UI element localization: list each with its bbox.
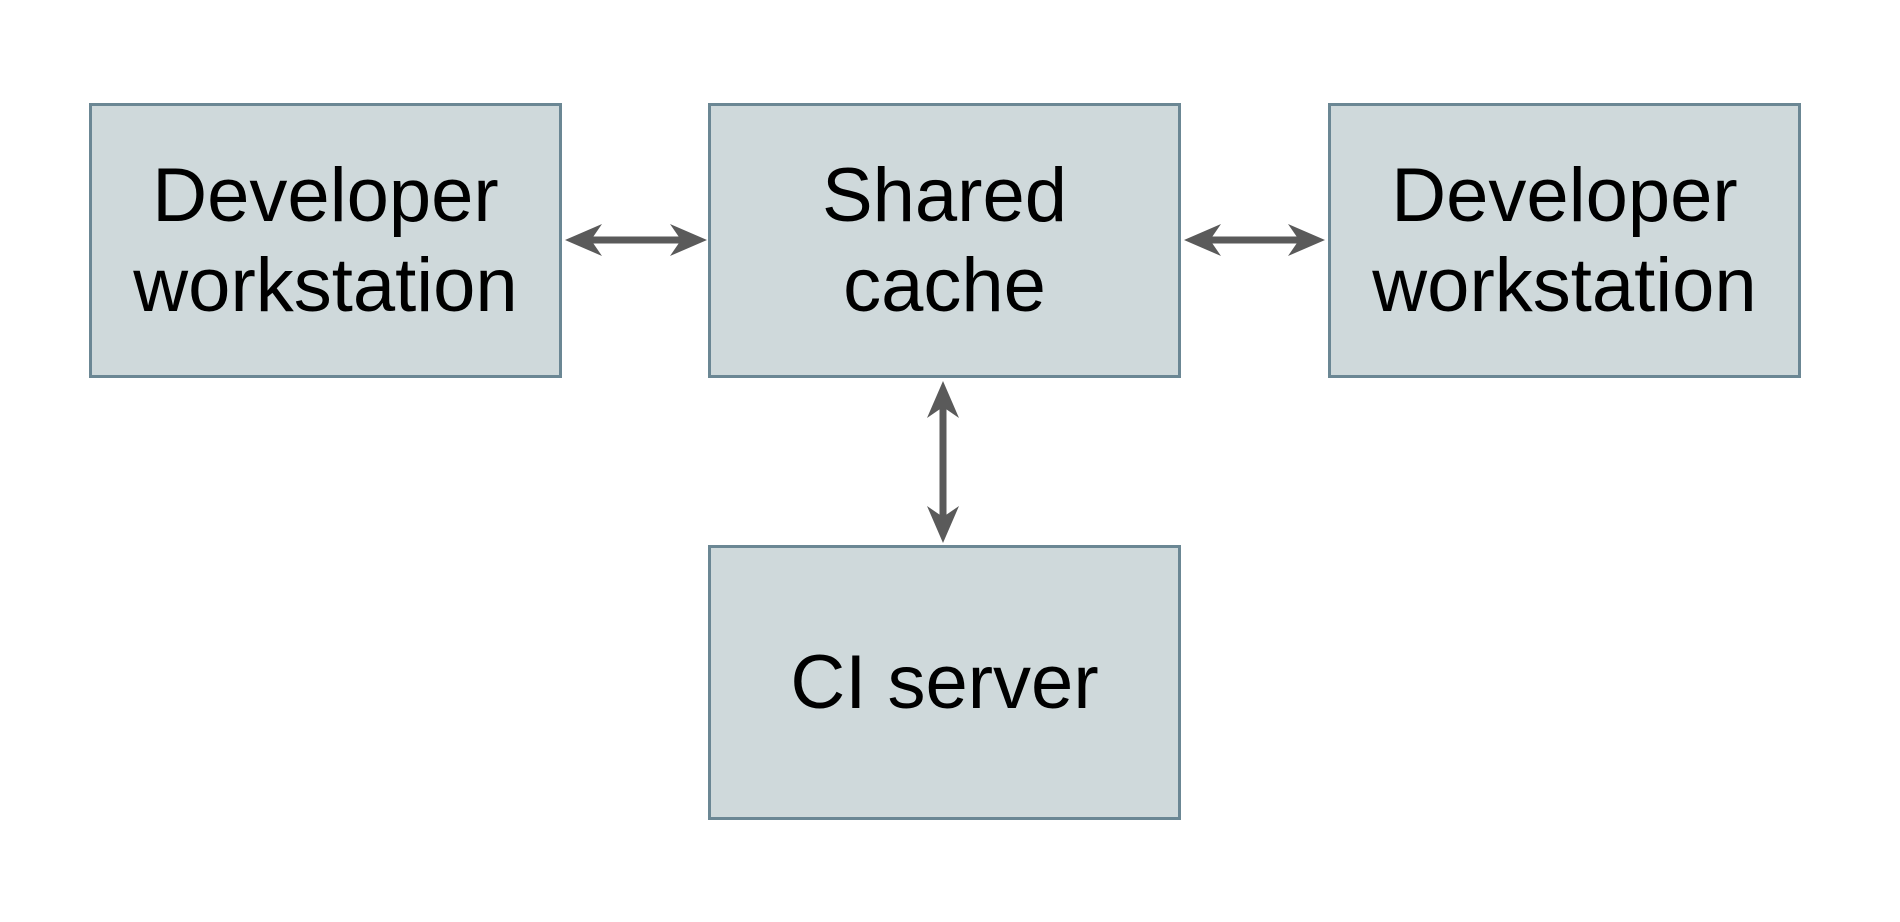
node-shared-cache: Shared cache [708, 103, 1181, 378]
arrowhead-icon [670, 224, 707, 256]
node-label-shared-cache: Shared cache [821, 152, 1068, 328]
arrowhead-icon [565, 224, 602, 256]
arrow-developer-workstation-left--shared-cache [565, 224, 707, 256]
arrowhead-icon [1184, 224, 1221, 256]
arrow-shared-cache--ci-server [927, 381, 959, 543]
node-label-developer-workstation-left: Developer workstation [133, 152, 518, 328]
node-developer-workstation-left: Developer workstation [89, 103, 562, 378]
node-label-developer-workstation-right: Developer workstation [1372, 152, 1757, 328]
node-label-ci-server: CI server [790, 639, 1099, 725]
arrowhead-icon [927, 506, 959, 543]
node-developer-workstation-right: Developer workstation [1328, 103, 1801, 378]
arrow-shared-cache--developer-workstation-right [1184, 224, 1325, 256]
arrowhead-icon [1288, 224, 1325, 256]
node-ci-server: CI server [708, 545, 1181, 820]
arrowhead-icon [927, 381, 959, 418]
